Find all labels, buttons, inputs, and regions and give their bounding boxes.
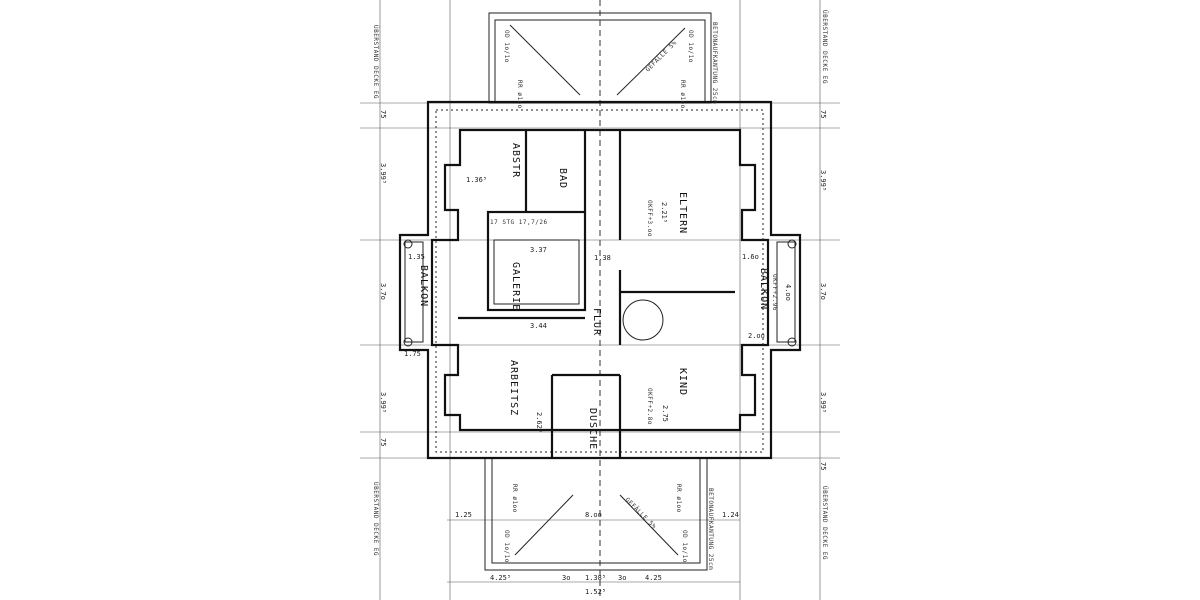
dimension-label: 8.oo [585,511,602,519]
dimension-label: 3o [618,574,626,582]
annotation-okff: OKFF+2.96 [771,274,778,311]
room-label-abstr: ABSTR [510,143,521,178]
annotation-stair: 17 STG 17,7/26 [490,219,548,226]
dimension-label: 3.37 [530,246,547,254]
dimension-label: 1.35 [408,253,425,261]
annotation-rr: RR ø1oo [679,80,686,109]
dimension-label: 75 [379,110,387,118]
dimension-label: 3.99⁵ [819,170,827,191]
dimension-label: 2.62⁵ [535,412,543,433]
dimension-label: 1.75 [404,350,421,358]
dimension-label: 2.oo [748,332,765,340]
room-label-kind: KIND [677,368,688,396]
dimension-label: 3o [562,574,570,582]
dimension-label: 75 [819,110,827,118]
room-label-galerie: GALERIE [510,262,521,311]
annotation-okff: OKFF+3.oo [646,200,653,237]
dimension-label: 75 [379,438,387,446]
room-label-balkon-right: BALKON [758,268,769,310]
annotation-od: OD 1o/1o [503,530,510,563]
annotation-ueberstand: ÜBERSTAND DECKE EG [372,482,379,556]
dimension-label: 3.44 [530,322,547,330]
room-label-arbeitsz: ARBEITSZ [508,360,519,416]
dimension-label: 1.38⁵ [585,574,606,582]
annotation-od: OD 1o/1o [503,30,510,63]
dimension-label: 2.21⁵ [660,202,668,223]
room-label-flur: FLUR [591,308,602,336]
annotation-ueberstand: ÜBERSTAND DECKE EG [821,486,828,560]
dimension-label: 75 [819,462,827,470]
dimension-label: 1.36⁵ [466,176,487,184]
interior-walls [403,130,797,458]
annotation-ueberstand: ÜBERSTAND DECKE EG [821,10,828,84]
terrace-bottom [484,457,708,571]
annotation-betonaufkantung: BETONAUFKANTUNG 25cm [707,488,714,570]
dimension-label: 3.99⁵ [819,392,827,413]
room-label-eltern: ELTERN [677,192,688,234]
annotation-gefaelle: GEFÄLLE 5% [644,39,678,73]
dimension-label: 3.7o [379,283,387,300]
exterior-walls [398,100,802,460]
annotation-rr: RR ø1oo [675,484,682,513]
annotation-gefaelle: GEFÄLLE 5% [624,496,658,530]
annotation-rr: RR ø1oo [516,80,523,109]
annotation-okff: OKFF+2.8o [646,388,653,425]
dimension-label: 1.52⁵ [585,588,606,596]
dimension-label: 1.38 [594,254,611,262]
room-label-bad: BAD [557,168,568,189]
dimension-label: 3.7o [819,283,827,300]
dimension-label: 4.25 [645,574,662,582]
annotation-ueberstand: ÜBERSTAND DECKE EG [372,25,379,99]
room-label-balkon-left: BALKON [418,265,429,307]
annotation-betonaufkantung: BETONAUFKANTUNG 25cm [711,22,718,104]
dimension-label: 1.6o [742,253,759,261]
annotation-od: OD 1o/1o [681,530,688,563]
dimension-label: 4.25⁵ [490,574,511,582]
annotation-od: OD 1o/1o [687,30,694,63]
dimension-label: 2.75 [661,405,669,422]
dimension-label: 3.99⁵ [379,163,387,184]
dimension-label: 1.24 [722,511,739,519]
dimension-label: 3.99⁵ [379,392,387,413]
dimension-label: 4.oo [784,284,792,301]
dimension-label: 1.25 [455,511,472,519]
annotation-rr: RR ø1oo [511,484,518,513]
room-label-dusche: DUSCHE [587,408,598,450]
